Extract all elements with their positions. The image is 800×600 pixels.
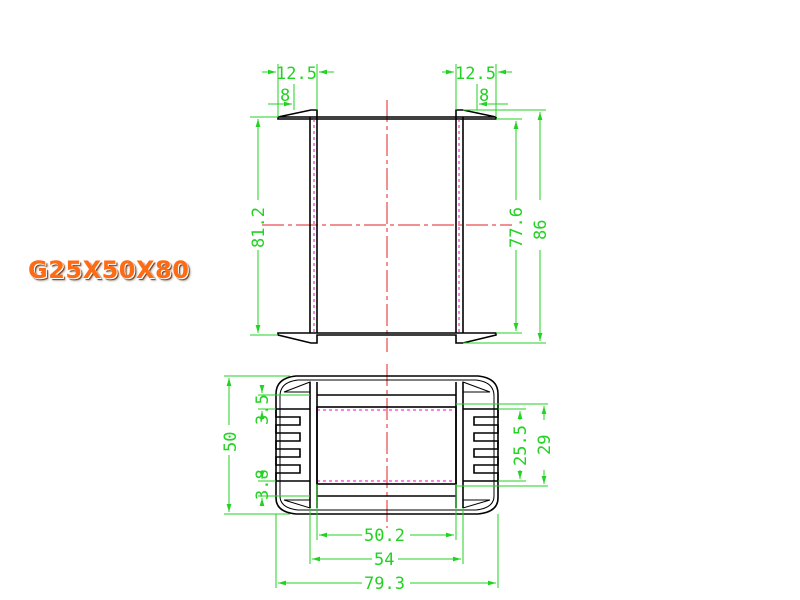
dim-bottom-2: 54 bbox=[374, 550, 394, 570]
bottom-flange bbox=[277, 332, 497, 344]
dim-bottom-1: 50.2 bbox=[364, 526, 405, 546]
dim-top-right: 12.5 bbox=[455, 64, 496, 84]
dim-right-outer: 29 bbox=[535, 435, 555, 455]
bottom-view: 50 3.5 3.8 25.5 29 50.2 54 bbox=[221, 364, 555, 594]
top-view: 12.5 8 12.5 8 81.2 77.6 86 bbox=[249, 64, 551, 352]
dim-inner-left: 8 bbox=[280, 86, 290, 106]
dim-right-inner: 25.5 bbox=[511, 425, 531, 466]
flange-outline-inner bbox=[279, 379, 495, 511]
chamfer-br bbox=[462, 499, 491, 509]
chamfer-tr bbox=[462, 381, 491, 393]
flange-outline bbox=[275, 375, 499, 515]
dim-inner-right: 8 bbox=[479, 86, 489, 106]
left-pins bbox=[275, 408, 310, 482]
dim-left-top: 3.5 bbox=[253, 394, 273, 425]
model-label: G25X50X80 bbox=[28, 256, 190, 284]
dim-right-outer: 86 bbox=[531, 220, 551, 240]
dim-left-height: 81.2 bbox=[249, 207, 269, 248]
dim-right-inner: 77.6 bbox=[507, 207, 527, 248]
chamfer-bl bbox=[283, 499, 311, 509]
dim-left-bottom: 3.8 bbox=[253, 469, 273, 500]
dim-left-outer: 50 bbox=[221, 432, 241, 452]
right-pins bbox=[463, 408, 499, 482]
chamfer-tl bbox=[283, 381, 311, 393]
dim-bottom-3: 79.3 bbox=[364, 574, 405, 594]
dim-top-left: 12.5 bbox=[276, 64, 317, 84]
